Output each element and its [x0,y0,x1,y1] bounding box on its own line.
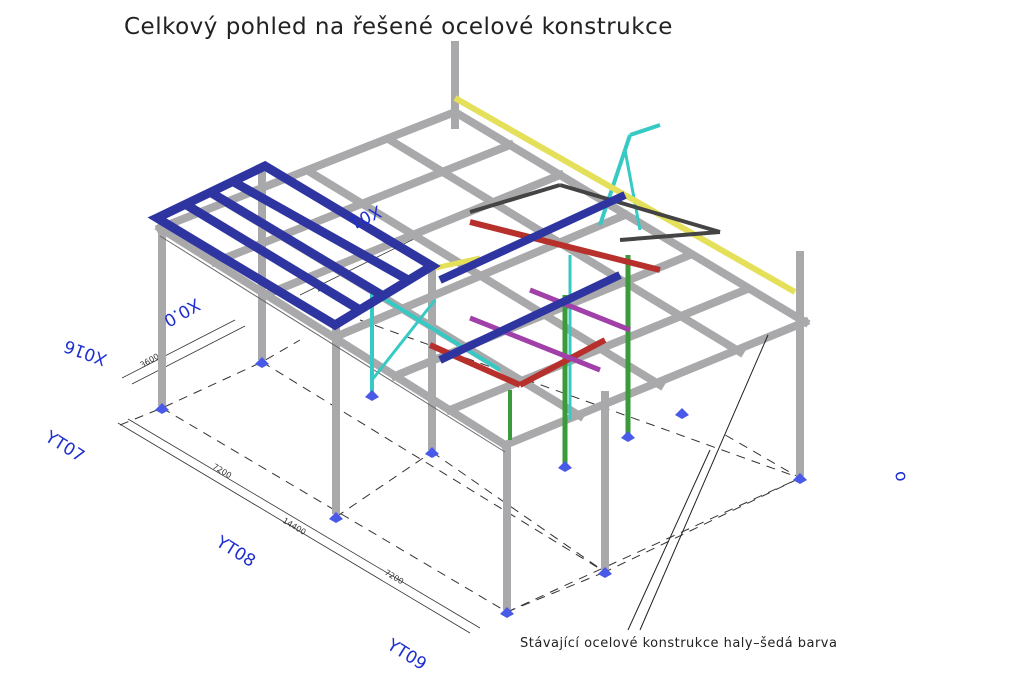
existing-structure [154,41,811,610]
note-leaders [627,334,769,631]
axis-label-x015: X0.0 [160,294,204,331]
existing-structure-note: Stávající ocelové konstrukce haly–šedá b… [520,636,838,651]
dimension-7200-a: 7200 [211,462,233,480]
blue-platform [147,160,441,331]
axis-label-x016: X016 [61,335,109,369]
axis-label-yt08: YT08 [212,532,259,572]
column-bases [155,357,807,618]
drawing-title: Celkový pohled na řešené ocelové konstru… [124,14,673,40]
axis-label-yt07: YT07 [41,427,88,467]
dimension-3600: 3600 [139,352,161,370]
dimension-14400: 14400 [281,516,307,537]
axis-label-o: o [890,469,912,483]
axis-label-yt09: YT09 [383,635,430,675]
